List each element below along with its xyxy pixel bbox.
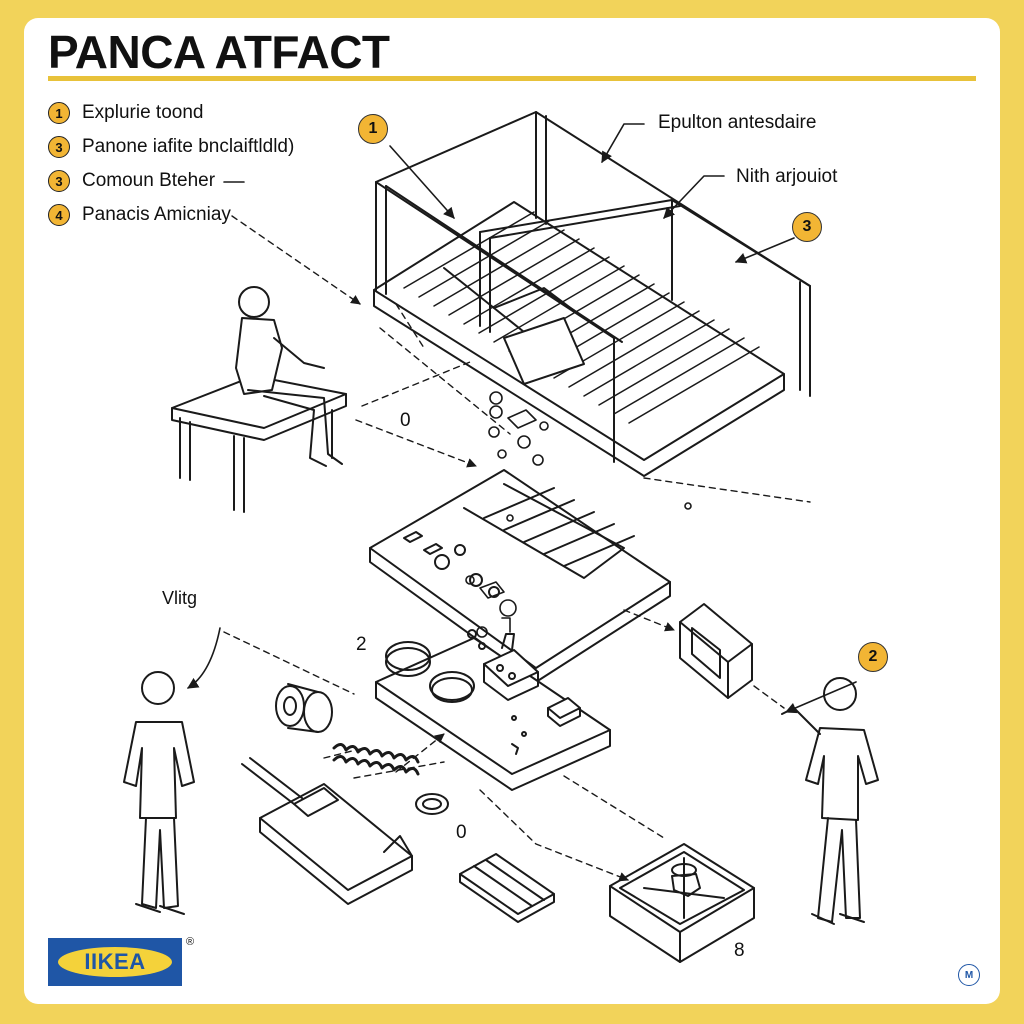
- legend-item: 3 Comoun Bteher: [48, 170, 294, 192]
- callout-number-badge: 2: [858, 642, 888, 672]
- spring-part: [332, 743, 420, 776]
- legend-number-badge: 4: [48, 204, 70, 226]
- step-number: 0: [456, 822, 467, 843]
- registered-mark: ®: [186, 936, 195, 948]
- open-box-illustration: [609, 843, 755, 963]
- callout-number-badge: 3: [792, 212, 822, 242]
- legend-item: 1 Explurie toond: [48, 102, 294, 124]
- title-underline: [48, 76, 976, 81]
- handle-bracket-illustration: [241, 757, 413, 905]
- step-number: 2: [356, 634, 367, 655]
- callout-number-badge: 1: [358, 114, 388, 144]
- legend-number-badge: 1: [48, 102, 70, 124]
- standing-person-right: [781, 677, 879, 925]
- callout-leader-lines: [187, 123, 857, 714]
- standing-person-left: [123, 671, 195, 915]
- callout-label: Vlitg: [162, 588, 198, 608]
- callout-label: Nith arjouiot: [736, 166, 838, 187]
- legend-number-badge: 3: [48, 136, 70, 158]
- drawer-tray-illustration: [369, 469, 671, 683]
- legend-label: Panone iafite bnclaiftldld): [82, 136, 295, 157]
- assembly-guide-lines: [223, 215, 811, 882]
- slat-board-part: [459, 853, 555, 923]
- legend-item: 4 Panacis Amicniay: [48, 204, 294, 226]
- legend-label: Panacis Amicniay: [82, 204, 231, 225]
- legend-item: 3 Panone iafite bnclaiftldld): [48, 136, 294, 158]
- corner-mark-icon: M: [958, 964, 980, 986]
- legend-number-badge: 3: [48, 170, 70, 192]
- exploded-assembly-diagram: [123, 111, 879, 963]
- logo-text: IIKEA: [84, 949, 146, 974]
- legend-label: Comoun Bteher: [82, 170, 216, 191]
- legend-label: Explurie toond: [82, 102, 204, 123]
- cylinder-part: [275, 683, 333, 733]
- seated-person-illustration: [171, 286, 347, 513]
- rectangular-frame-part: [679, 603, 753, 699]
- base-plate-illustration: [375, 629, 611, 791]
- bed-frame-illustration: [373, 111, 811, 477]
- step-number: 8: [734, 940, 745, 961]
- instruction-sheet: PANCA ATFACT 1 Explurie toond 3 Panone i…: [24, 18, 1000, 1004]
- logo-oval: IIKEA: [58, 947, 172, 977]
- callout-label: Epulton antesdaire: [658, 112, 817, 133]
- page-title: PANCA ATFACT: [48, 26, 390, 78]
- brand-logo: IIKEA: [48, 938, 182, 986]
- washer-part: [415, 793, 449, 815]
- hardware-parts-illustration: [465, 391, 692, 638]
- parts-legend: 1 Explurie toond 3 Panone iafite bnclaif…: [48, 102, 294, 238]
- step-number: 0: [400, 410, 411, 431]
